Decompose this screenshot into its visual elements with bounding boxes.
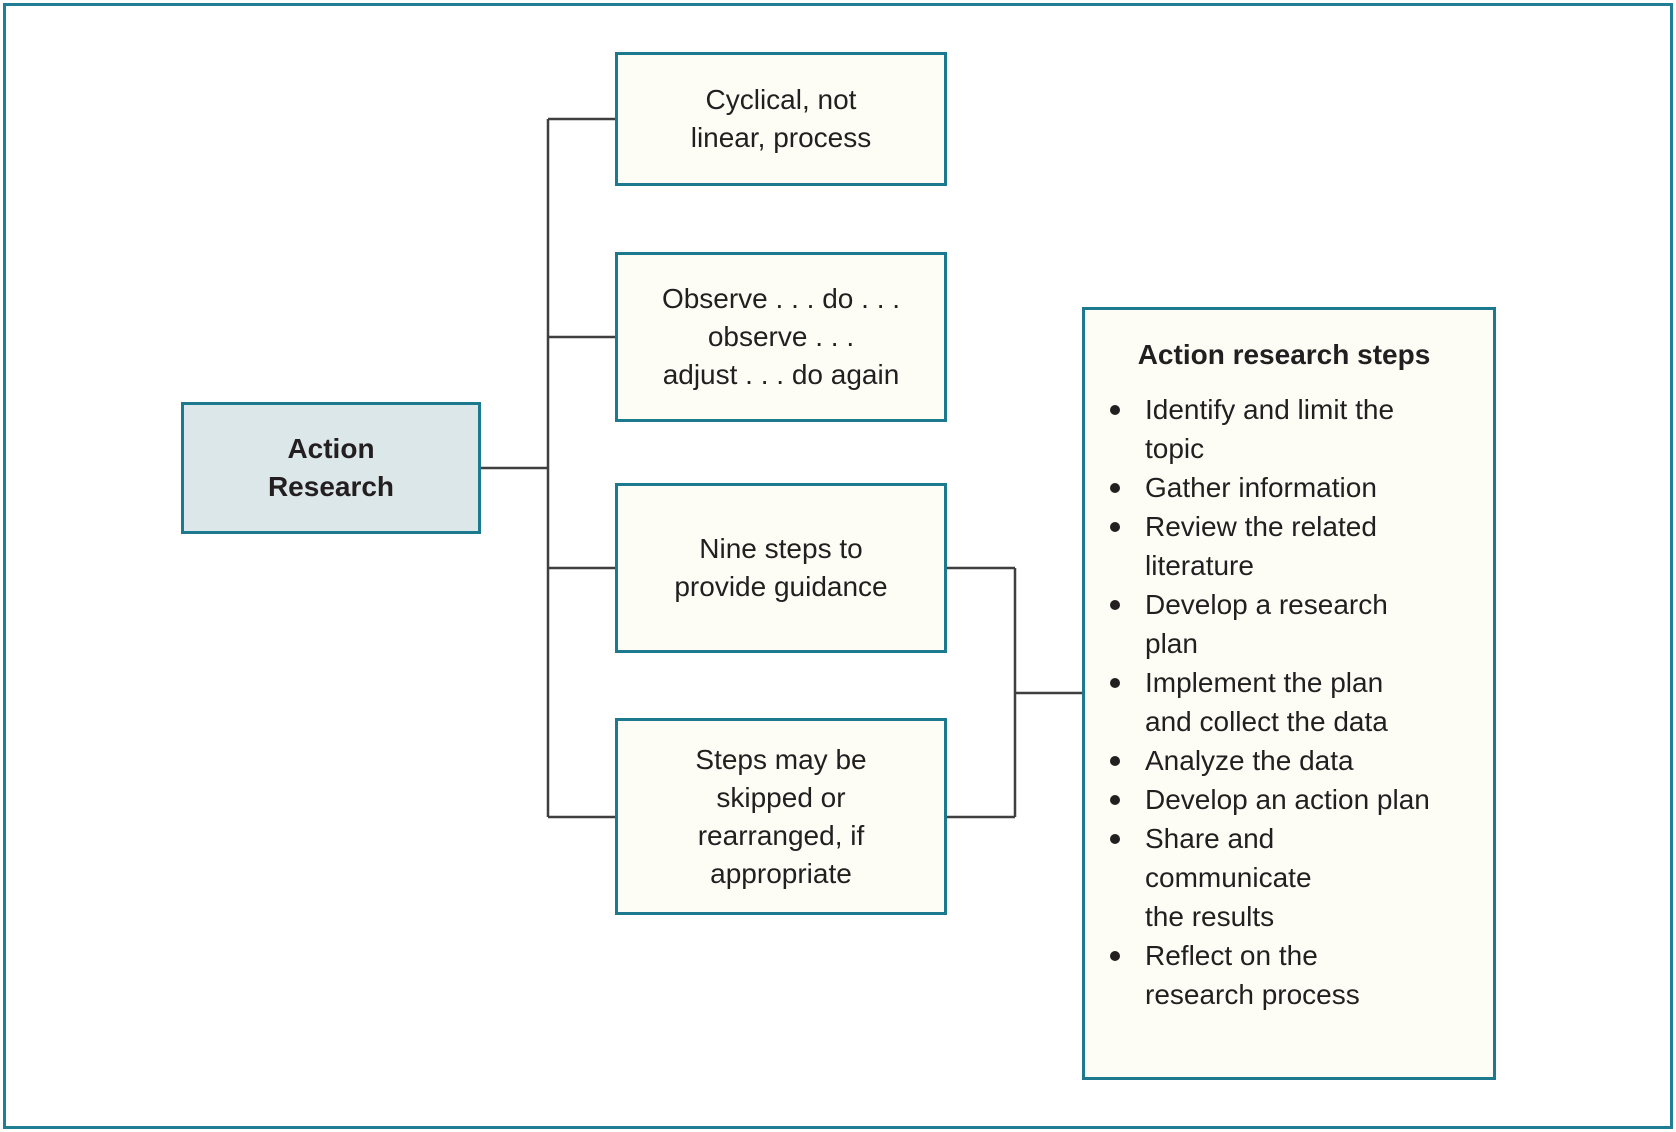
step-item: Implement the plan and collect the data	[1110, 663, 1483, 741]
branch-node-observe-do: Observe . . . do . . . observe . . . adj…	[615, 252, 947, 422]
steps-panel: Action research steps Identify and limit…	[1082, 307, 1496, 1080]
step-item: Reflect on the research process	[1110, 936, 1483, 1014]
branch-node-nine-steps: Nine steps to provide guidance	[615, 483, 947, 653]
branch-node-steps-flexible: Steps may be skipped or rearranged, if a…	[615, 718, 947, 915]
step-item: Review the related literature	[1110, 507, 1483, 585]
steps-list: Identify and limit the topic Gather info…	[1085, 390, 1483, 1014]
step-item: Gather information	[1110, 468, 1483, 507]
step-item: Develop a research plan	[1110, 585, 1483, 663]
steps-panel-title: Action research steps	[1137, 339, 1431, 370]
step-item: Develop an action plan	[1110, 780, 1483, 819]
step-item: Share and communicate the results	[1110, 819, 1483, 936]
step-item: Identify and limit the topic	[1110, 390, 1483, 468]
root-node-action-research: Action Research	[181, 402, 481, 534]
branch-node-cyclical-process: Cyclical, not linear, process	[615, 52, 947, 186]
step-item: Analyze the data	[1110, 741, 1483, 780]
